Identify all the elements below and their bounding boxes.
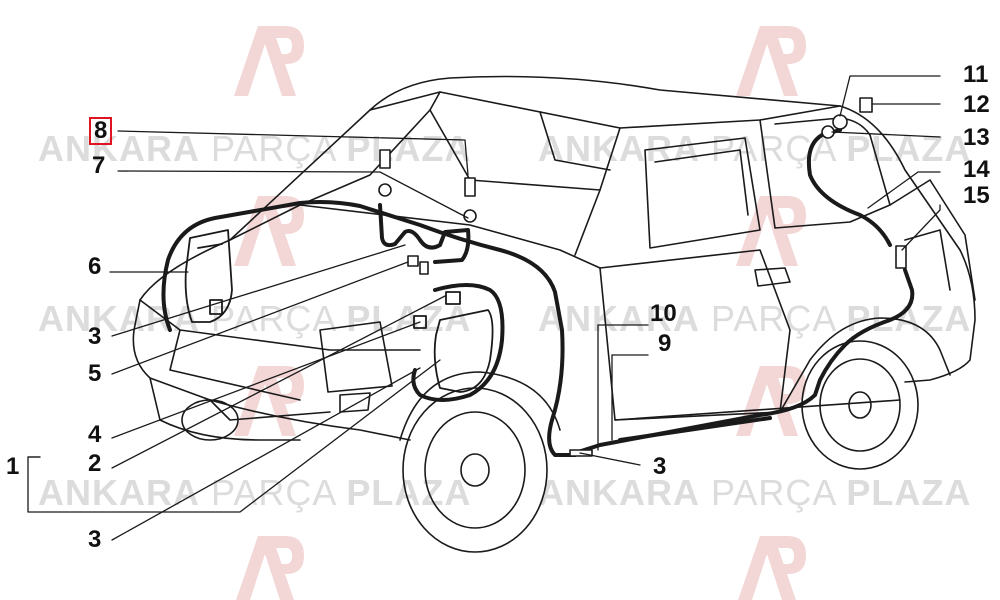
leader-lines	[27, 75, 941, 541]
callout-3: 3	[653, 453, 667, 480]
watermark-logo-icon	[738, 536, 806, 600]
wheels	[181, 340, 919, 553]
watermark-logo-icon	[234, 196, 304, 266]
callout-7: 7	[92, 152, 106, 179]
callout-6: 6	[88, 253, 102, 280]
callout-3: 3	[88, 526, 102, 553]
callout-12: 12	[963, 91, 990, 118]
callout-14: 14	[963, 156, 990, 183]
watermark-text: ANKARA PARÇA PLAZA	[38, 472, 472, 513]
watermark-logo-icon	[234, 26, 304, 96]
callout-10: 10	[650, 300, 677, 327]
washer-hoses	[161, 128, 915, 457]
callout-15: 15	[963, 182, 990, 209]
watermark-logo-icon	[236, 536, 304, 600]
callout-1: 1	[6, 453, 20, 480]
callout-8-highlighted[interactable]: 8	[89, 117, 113, 145]
watermark-logo-icon	[736, 196, 806, 266]
washer-nozzles	[378, 97, 907, 457]
watermark-text: ANKARA PARÇA PLAZA	[38, 298, 472, 339]
watermark-logo-icon	[736, 26, 806, 96]
washer-reservoirs	[184, 229, 494, 393]
car-body-outline	[132, 75, 976, 441]
callout-3: 3	[88, 323, 102, 350]
callout-13: 13	[963, 124, 990, 151]
watermark-text: ANKARA PARÇA PLAZA	[538, 472, 972, 513]
callout-2: 2	[88, 450, 102, 477]
callout-11: 11	[963, 61, 989, 88]
callout-5: 5	[88, 360, 102, 387]
callout-4: 4	[88, 421, 102, 448]
callout-9: 9	[658, 330, 672, 357]
